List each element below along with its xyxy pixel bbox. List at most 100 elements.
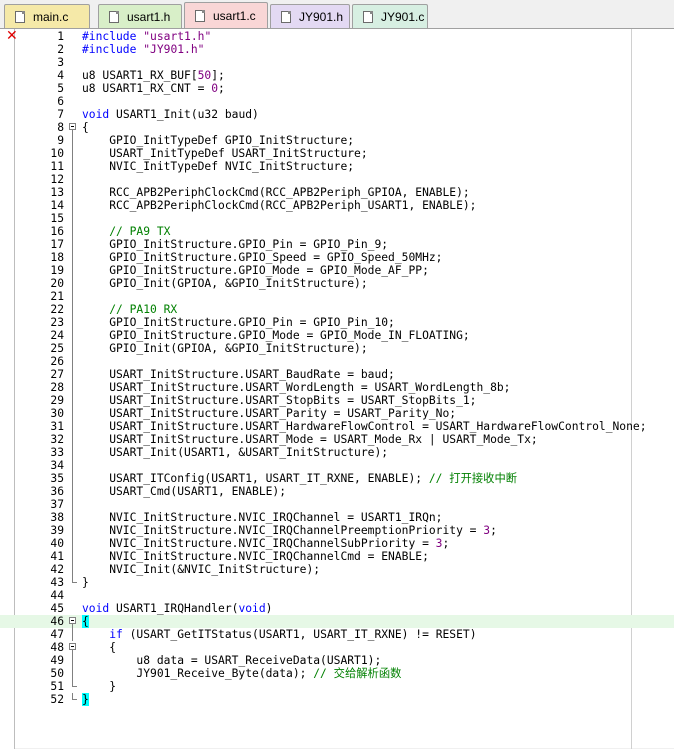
tab-label: JY901.c bbox=[381, 9, 425, 24]
code-line[interactable]: 22 // PA10 RX bbox=[0, 303, 674, 316]
code-line[interactable]: 21 bbox=[0, 290, 674, 303]
line-number: 48 bbox=[50, 641, 64, 654]
line-number: 26 bbox=[50, 355, 64, 368]
fold-guide bbox=[69, 381, 77, 394]
code-text: u8 data = USART_ReceiveData(USART1); bbox=[82, 654, 382, 667]
code-line[interactable]: 19 GPIO_InitStructure.GPIO_Mode = GPIO_M… bbox=[0, 264, 674, 277]
code-line[interactable]: 16 // PA9 TX bbox=[0, 225, 674, 238]
code-line[interactable]: 25 GPIO_Init(GPIOA, &GPIO_InitStructure)… bbox=[0, 342, 674, 355]
code-line[interactable]: 10 USART_InitTypeDef USART_InitStructure… bbox=[0, 147, 674, 160]
code-line[interactable]: 39 NVIC_InitStructure.NVIC_IRQChannelPre… bbox=[0, 524, 674, 537]
line-number: 25 bbox=[50, 342, 64, 355]
line-number: 29 bbox=[50, 394, 64, 407]
code-line[interactable]: 46{ bbox=[0, 615, 674, 628]
fold-toggle-icon[interactable] bbox=[69, 121, 77, 134]
file-icon bbox=[281, 10, 291, 23]
code-editor[interactable]: ✕ 1#include "usart1.h"2#include "JY901.h… bbox=[0, 28, 674, 749]
fold-guide bbox=[69, 160, 77, 173]
line-number: 15 bbox=[50, 212, 64, 225]
code-line[interactable]: 32 USART_InitStructure.USART_Mode = USAR… bbox=[0, 433, 674, 446]
line-number: 21 bbox=[50, 290, 64, 303]
fold-guide bbox=[69, 472, 77, 485]
code-line[interactable]: 41 NVIC_InitStructure.NVIC_IRQChannelCmd… bbox=[0, 550, 674, 563]
code-text: USART_InitStructure.USART_Parity = USART… bbox=[82, 407, 457, 420]
code-line[interactable]: 14 RCC_APB2PeriphClockCmd(RCC_APB2Periph… bbox=[0, 199, 674, 212]
line-number: 34 bbox=[50, 459, 64, 472]
code-line[interactable]: 13 RCC_APB2PeriphClockCmd(RCC_APB2Periph… bbox=[0, 186, 674, 199]
line-number: 45 bbox=[50, 602, 64, 615]
tab-jy901-h[interactable]: JY901.h bbox=[270, 4, 350, 28]
code-line[interactable]: 28 USART_InitStructure.USART_WordLength … bbox=[0, 381, 674, 394]
code-line[interactable]: 26 bbox=[0, 355, 674, 368]
code-line[interactable]: 49 u8 data = USART_ReceiveData(USART1); bbox=[0, 654, 674, 667]
line-number: 33 bbox=[50, 446, 64, 459]
code-text: GPIO_InitStructure.GPIO_Speed = GPIO_Spe… bbox=[82, 251, 443, 264]
code-text: GPIO_Init(GPIOA, &GPIO_InitStructure); bbox=[82, 277, 368, 290]
fold-guide bbox=[69, 199, 77, 212]
file-icon bbox=[195, 9, 205, 22]
code-line[interactable]: 8{ bbox=[0, 121, 674, 134]
code-text: } bbox=[82, 693, 89, 706]
line-number: 28 bbox=[50, 381, 64, 394]
code-text: USART_InitStructure.USART_HardwareFlowCo… bbox=[82, 420, 647, 433]
code-text: USART_InitStructure.USART_BaudRate = bau… bbox=[82, 368, 395, 381]
code-line[interactable]: 20 GPIO_Init(GPIOA, &GPIO_InitStructure)… bbox=[0, 277, 674, 290]
code-text: NVIC_InitStructure.NVIC_IRQChannelSubPri… bbox=[82, 537, 450, 550]
code-line[interactable]: 52} bbox=[0, 693, 674, 706]
code-text: USART_InitStructure.USART_WordLength = U… bbox=[82, 381, 511, 394]
code-line[interactable]: 45 void USART1_IRQHandler(void) bbox=[0, 602, 674, 615]
code-line[interactable]: 1#include "usart1.h" bbox=[0, 30, 674, 43]
code-line[interactable]: 51 } bbox=[0, 680, 674, 693]
code-line[interactable]: 24 GPIO_InitStructure.GPIO_Mode = GPIO_M… bbox=[0, 329, 674, 342]
code-line[interactable]: 27 USART_InitStructure.USART_BaudRate = … bbox=[0, 368, 674, 381]
code-line[interactable]: 3 bbox=[0, 56, 674, 69]
code-line[interactable]: 47 if (USART_GetITStatus(USART1, USART_I… bbox=[0, 628, 674, 641]
fold-toggle-icon[interactable] bbox=[69, 615, 77, 628]
code-line[interactable]: 2#include "JY901.h" bbox=[0, 43, 674, 56]
code-line[interactable]: 43} bbox=[0, 576, 674, 589]
fold-guide bbox=[69, 459, 77, 472]
tab-main-c[interactable]: main.c bbox=[4, 4, 90, 28]
code-line[interactable]: 36 USART_Cmd(USART1, ENABLE); bbox=[0, 485, 674, 498]
code-line[interactable]: 48 { bbox=[0, 641, 674, 654]
code-text: void USART1_IRQHandler(void) bbox=[82, 602, 273, 615]
fold-toggle-icon[interactable] bbox=[69, 641, 77, 654]
code-line[interactable]: 34 bbox=[0, 459, 674, 472]
code-text: NVIC_InitStructure.NVIC_IRQChannel = USA… bbox=[82, 511, 443, 524]
file-icon bbox=[363, 10, 373, 23]
code-line[interactable]: 35 USART_ITConfig(USART1, USART_IT_RXNE,… bbox=[0, 472, 674, 485]
code-line[interactable]: 23 GPIO_InitStructure.GPIO_Pin = GPIO_Pi… bbox=[0, 316, 674, 329]
code-line[interactable]: 40 NVIC_InitStructure.NVIC_IRQChannelSub… bbox=[0, 537, 674, 550]
fold-guide bbox=[69, 277, 77, 290]
tab-usart1-h[interactable]: usart1.h bbox=[98, 4, 182, 28]
code-line[interactable]: 30 USART_InitStructure.USART_Parity = US… bbox=[0, 407, 674, 420]
code-line[interactable]: 50 JY901_Receive_Byte(data); // 交给解析函数 bbox=[0, 667, 674, 680]
code-text: USART_ITConfig(USART1, USART_IT_RXNE, EN… bbox=[82, 472, 518, 485]
code-line[interactable]: 15 bbox=[0, 212, 674, 225]
code-text: GPIO_InitTypeDef GPIO_InitStructure; bbox=[82, 134, 355, 147]
code-line[interactable]: 44 bbox=[0, 589, 674, 602]
code-line[interactable]: 11 NVIC_InitTypeDef NVIC_InitStructure; bbox=[0, 160, 674, 173]
code-line[interactable]: 31 USART_InitStructure.USART_HardwareFlo… bbox=[0, 420, 674, 433]
code-line[interactable]: 38 NVIC_InitStructure.NVIC_IRQChannel = … bbox=[0, 511, 674, 524]
code-text: #include "usart1.h" bbox=[82, 30, 212, 43]
code-line[interactable]: 37 bbox=[0, 498, 674, 511]
code-line[interactable]: 33 USART_Init(USART1, &USART_InitStructu… bbox=[0, 446, 674, 459]
line-number: 19 bbox=[50, 264, 64, 277]
code-line[interactable]: 17 GPIO_InitStructure.GPIO_Pin = GPIO_Pi… bbox=[0, 238, 674, 251]
code-text: USART_InitStructure.USART_Mode = USART_M… bbox=[82, 433, 538, 446]
tab-usart1-c[interactable]: usart1.c bbox=[184, 2, 268, 28]
line-number: 35 bbox=[50, 472, 64, 485]
code-line[interactable]: 42 NVIC_Init(&NVIC_InitStructure); bbox=[0, 563, 674, 576]
tab-jy901-c[interactable]: JY901.c bbox=[352, 4, 428, 28]
code-line[interactable]: 6 bbox=[0, 95, 674, 108]
code-line[interactable]: 29 USART_InitStructure.USART_StopBits = … bbox=[0, 394, 674, 407]
code-line[interactable]: 9 GPIO_InitTypeDef GPIO_InitStructure; bbox=[0, 134, 674, 147]
code-line[interactable]: 12 bbox=[0, 173, 674, 186]
line-number: 49 bbox=[50, 654, 64, 667]
line-number: 12 bbox=[50, 173, 64, 186]
code-line[interactable]: 18 GPIO_InitStructure.GPIO_Speed = GPIO_… bbox=[0, 251, 674, 264]
